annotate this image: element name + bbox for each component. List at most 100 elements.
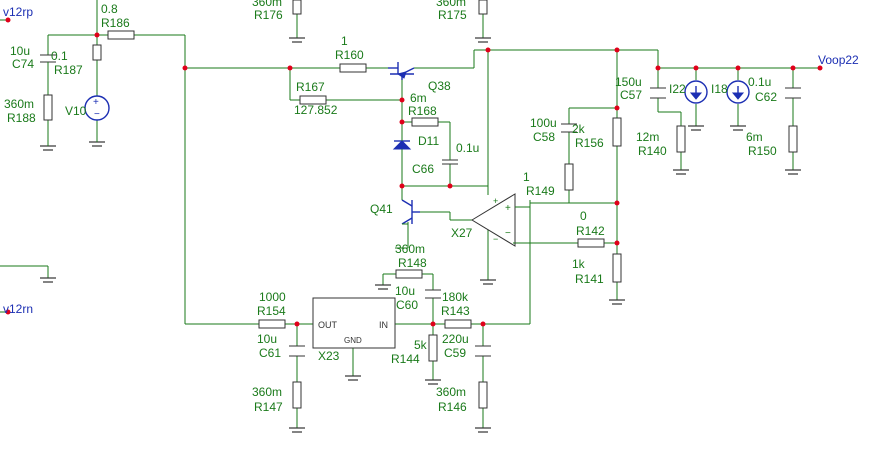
c61-capacitor	[289, 345, 305, 357]
r148-value: 360m	[395, 242, 425, 256]
r144-name: R144	[391, 352, 420, 366]
svg-text:−: −	[493, 234, 498, 244]
d11-diode	[392, 137, 412, 155]
x23-in-pin-label: IN	[379, 320, 388, 330]
r156-name: R156	[575, 136, 604, 150]
junction-dots	[5, 17, 823, 327]
svg-text:+: +	[493, 196, 498, 206]
q41-name: Q41	[370, 202, 393, 216]
ground-icon	[475, 37, 491, 43]
r150-value: 6m	[746, 130, 763, 144]
r140-name: R140	[638, 144, 667, 158]
c61-value: 10u	[257, 332, 277, 346]
c74-value: 10u	[10, 44, 30, 58]
c62-capacitor	[785, 87, 801, 99]
wires	[0, 0, 820, 428]
c74-capacitor	[40, 54, 56, 70]
r149-name: R149	[526, 184, 555, 198]
q38-name: Q38	[428, 79, 451, 93]
i22-name: I22	[669, 82, 686, 96]
q38-transistor	[388, 62, 415, 80]
c61-name: C61	[259, 346, 281, 360]
x23-out-pin-label: OUT	[318, 320, 338, 330]
c59-name: C59	[444, 346, 466, 360]
x23-gnd-pin-label: GND	[344, 336, 362, 345]
c57-capacitor	[650, 87, 666, 99]
r175-body	[478, 0, 488, 15]
r188-name: R188	[7, 111, 36, 125]
svg-text:−: −	[505, 228, 511, 239]
ground-icon	[609, 299, 625, 305]
r141-body	[612, 253, 622, 283]
r156-body	[612, 117, 622, 147]
r140-body	[676, 125, 686, 153]
r175-value: 360m	[436, 0, 466, 9]
ground-icon	[730, 125, 746, 131]
q41-transistor	[401, 186, 420, 225]
ground-icon	[480, 279, 496, 285]
r144-value: 5k	[414, 338, 428, 352]
r176-body	[292, 0, 302, 15]
r142-name: R142	[576, 224, 605, 238]
r187-body	[92, 44, 102, 61]
c57-value: 150u	[615, 75, 642, 89]
v10-name: V10	[65, 104, 87, 118]
r154-value: 1000	[259, 290, 286, 304]
r146-body	[478, 381, 488, 409]
i18-name: I18	[711, 82, 728, 96]
r188-body	[43, 94, 53, 121]
resistors	[43, 0, 798, 409]
r186-name: R186	[101, 16, 130, 30]
r142-value: 0	[580, 209, 587, 223]
x23-name: X23	[318, 349, 340, 363]
ground-icon	[785, 169, 801, 175]
r146-name: R146	[438, 400, 467, 414]
r150-name: R150	[748, 144, 777, 158]
capacitors	[40, 54, 801, 357]
c60-value: 10u	[395, 284, 415, 298]
c62-name: C62	[755, 90, 777, 104]
r176-value: 360m	[252, 0, 282, 9]
r141-value: 1k	[572, 257, 586, 271]
x27-name: X27	[451, 226, 473, 240]
node-label-v12rn: v12rn	[3, 302, 33, 316]
r160-value: 1	[341, 34, 348, 48]
ground-icon	[425, 379, 441, 385]
r168-name: R168	[408, 104, 437, 118]
r143-name: R143	[441, 304, 470, 318]
c60-name: C60	[396, 298, 418, 312]
r154-body	[258, 319, 286, 329]
r186-body	[107, 30, 135, 40]
r149-value: 1	[523, 170, 530, 184]
r187-value: 0.1	[51, 49, 68, 63]
ground-icon	[40, 120, 56, 151]
ground-icon	[89, 120, 105, 147]
r175-name: R175	[438, 8, 467, 22]
r188-value: 360m	[4, 97, 34, 111]
r160-body	[339, 63, 367, 73]
r167-name: R167	[296, 80, 325, 94]
r167-value: 127.852	[294, 103, 338, 117]
x23-regulator: OUT IN GND	[312, 297, 396, 349]
r156-value: 2k	[572, 122, 586, 136]
x27-opamp: + − + −	[471, 193, 530, 247]
v10-source: + −	[84, 95, 110, 121]
c66-name: C66	[412, 162, 434, 176]
c58-value: 100u	[530, 116, 557, 130]
ground-icon	[688, 125, 704, 131]
ground-icon	[673, 169, 689, 175]
c59-capacitor	[475, 345, 491, 357]
ground-icon	[475, 427, 491, 433]
r154-name: R154	[257, 304, 286, 318]
r148-name: R148	[398, 256, 427, 270]
r160-name: R160	[335, 48, 364, 62]
r150-body	[788, 125, 798, 153]
r146-value: 360m	[436, 385, 466, 399]
c66-value: 0.1u	[456, 141, 479, 155]
svg-text:+: +	[93, 97, 99, 108]
ground-icon	[345, 375, 361, 381]
c66-capacitor	[442, 140, 458, 165]
i18-current-source	[726, 80, 750, 104]
c62-value: 0.1u	[748, 75, 771, 89]
